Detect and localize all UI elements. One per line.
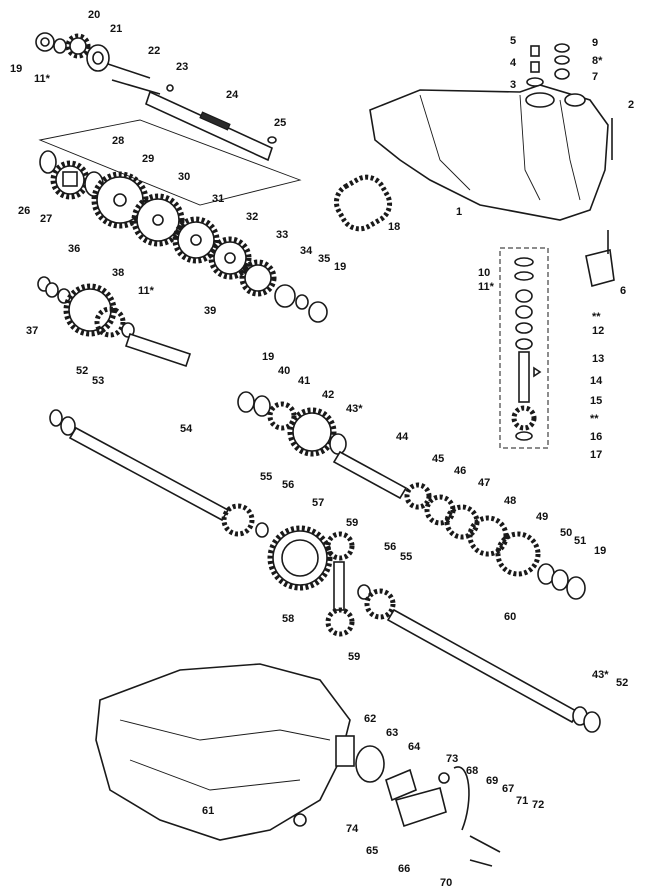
callout-66: 66 xyxy=(398,863,410,875)
callout-12: 12 xyxy=(592,325,604,337)
callout-42: 42 xyxy=(322,389,334,401)
callout-41: 41 xyxy=(298,375,310,387)
callout-59-b: 59 xyxy=(348,651,360,663)
callout-46: 46 xyxy=(454,465,466,477)
callout-19-b: 19 xyxy=(334,261,346,273)
callout-40: 40 xyxy=(278,365,290,377)
callout-68: 68 xyxy=(466,765,478,777)
callout-64: 64 xyxy=(408,741,421,753)
callout-47: 47 xyxy=(478,477,490,489)
lower-housing xyxy=(95,663,501,867)
callout-18: 18 xyxy=(388,221,400,233)
callout-67: 67 xyxy=(502,783,514,795)
callout-2: 2 xyxy=(628,99,634,111)
callout-55-b: 55 xyxy=(400,551,412,563)
callout-60: 60 xyxy=(504,611,516,623)
callout-14: 14 xyxy=(590,375,603,387)
callout-6: 6 xyxy=(620,285,626,297)
callout-53: 53 xyxy=(92,375,104,387)
callout-20: 20 xyxy=(88,9,100,21)
callout-70: 70 xyxy=(440,877,452,889)
callout-37: 37 xyxy=(26,325,38,337)
callout-11-a: 11* xyxy=(34,73,51,85)
callout-19-a: 19 xyxy=(10,63,22,75)
callout-11-b: 11* xyxy=(478,281,495,293)
callout-16: 16 xyxy=(590,431,602,443)
callout-17: 17 xyxy=(590,449,602,461)
callout-31: 31 xyxy=(212,193,224,205)
callout-8: 8* xyxy=(592,55,603,67)
callout-7: 7 xyxy=(592,71,598,83)
callout-25: 25 xyxy=(274,117,286,129)
callout-69: 69 xyxy=(486,775,498,787)
callout-73: 73 xyxy=(446,753,458,765)
callout-39: 39 xyxy=(204,305,216,317)
housing-cover xyxy=(369,43,615,287)
callout-51: 51 xyxy=(574,535,586,547)
callout-56-b: 56 xyxy=(384,541,396,553)
callout-1: 1 xyxy=(456,206,462,218)
callout-71: 71 xyxy=(516,795,528,807)
callout-55-a: 55 xyxy=(260,471,272,483)
callout-48: 48 xyxy=(504,495,516,507)
callout-62: 62 xyxy=(364,713,376,725)
callout-38: 38 xyxy=(112,267,124,279)
callout-44: 44 xyxy=(396,431,409,443)
callout-5: 5 xyxy=(510,35,516,47)
callout-50: 50 xyxy=(560,527,572,539)
callout-35: 35 xyxy=(318,253,330,265)
callout-59-a: 59 xyxy=(346,517,358,529)
drive-chain xyxy=(333,174,393,232)
callout-52-a: 52 xyxy=(76,365,88,377)
middle-shaft-group xyxy=(49,391,601,733)
callout-11-c: 11* xyxy=(138,285,155,297)
callout-27: 27 xyxy=(40,213,52,225)
callout-13: 13 xyxy=(592,353,604,365)
top-left-gear-group xyxy=(35,32,328,323)
callout-61: 61 xyxy=(202,805,214,817)
callout-double-star-1: ** xyxy=(592,311,601,323)
callout-26: 26 xyxy=(18,205,30,217)
callout-19-d: 19 xyxy=(594,545,606,557)
callout-74: 74 xyxy=(346,823,359,835)
callout-9: 9 xyxy=(592,37,598,49)
callout-52-b: 52 xyxy=(616,677,628,689)
callout-63: 63 xyxy=(386,727,398,739)
callout-19-c: 19 xyxy=(262,351,274,363)
callout-32: 32 xyxy=(246,211,258,223)
callout-34: 34 xyxy=(300,245,313,257)
callout-24: 24 xyxy=(226,89,239,101)
callout-4: 4 xyxy=(510,57,517,69)
callout-72: 72 xyxy=(532,799,544,811)
cluster-gear-group xyxy=(37,276,192,368)
callout-58: 58 xyxy=(282,613,294,625)
callout-43-a: 43* xyxy=(346,403,363,415)
callout-10: 10 xyxy=(478,267,490,279)
callout-54: 54 xyxy=(180,423,193,435)
callout-65: 65 xyxy=(366,845,378,857)
shift-assembly xyxy=(499,247,549,449)
callout-labels: 1 2 3 4 5 6 7 8* 9 10 11* 11* 11* 12 13 … xyxy=(10,9,634,889)
callout-15: 15 xyxy=(590,395,602,407)
callout-43-b: 43* xyxy=(592,669,609,681)
callout-29: 29 xyxy=(142,153,154,165)
callout-30: 30 xyxy=(178,171,190,183)
callout-21: 21 xyxy=(110,23,122,35)
callout-double-star-2: ** xyxy=(590,413,599,425)
callout-49: 49 xyxy=(536,511,548,523)
callout-28: 28 xyxy=(112,135,124,147)
callout-3: 3 xyxy=(510,79,516,91)
callout-56-a: 56 xyxy=(282,479,294,491)
callout-22: 22 xyxy=(148,45,160,57)
callout-36: 36 xyxy=(68,243,80,255)
callout-23: 23 xyxy=(176,61,188,73)
callout-57: 57 xyxy=(312,497,324,509)
callout-45: 45 xyxy=(432,453,444,465)
callout-33: 33 xyxy=(276,229,288,241)
